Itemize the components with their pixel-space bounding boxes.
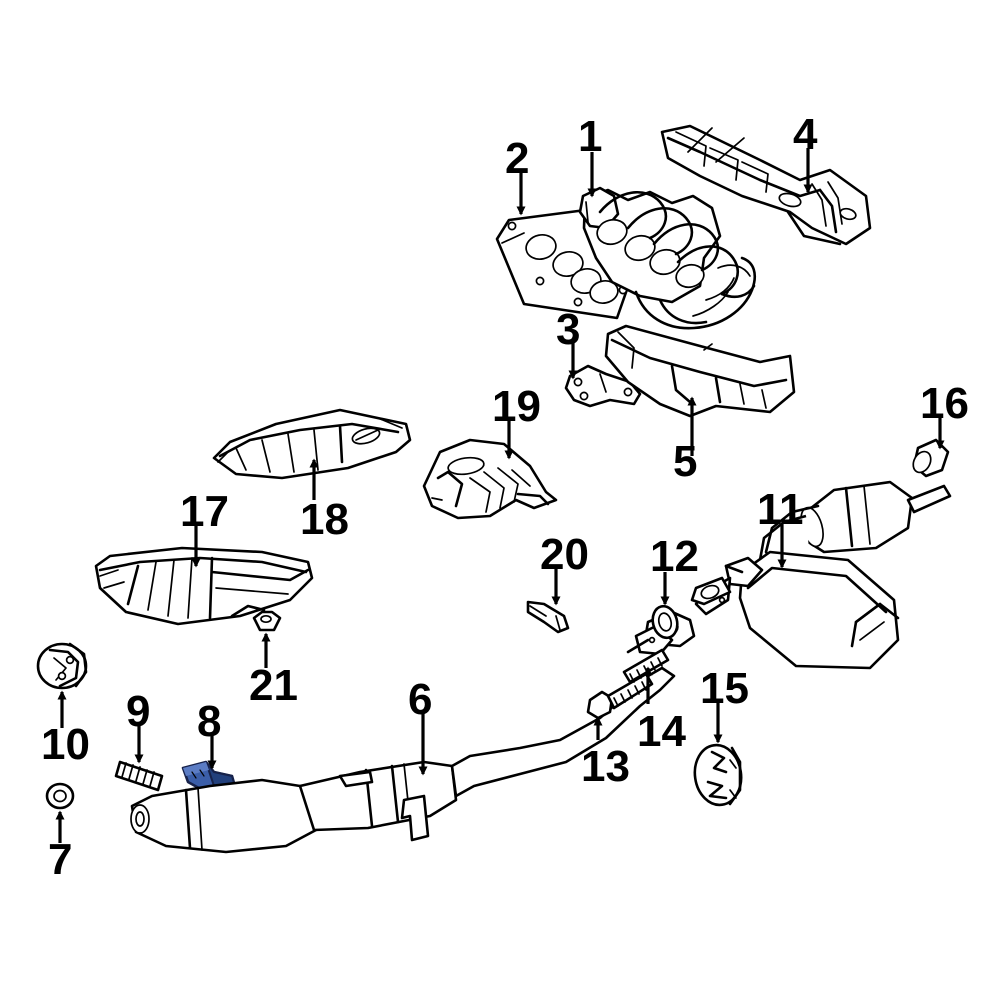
part-4-upper-manifold-heat-shield bbox=[660, 124, 872, 246]
part-15-exhaust-hanger-ring bbox=[693, 743, 743, 807]
part-1-exhaust-manifold bbox=[578, 186, 756, 330]
callout-number-1[interactable]: 1 bbox=[578, 112, 603, 161]
part-19-converter-heat-shield bbox=[422, 438, 558, 520]
part-3-manifold-support-bracket bbox=[564, 364, 642, 408]
part-6-front-exhaust-pipe-with-resonator bbox=[130, 610, 696, 854]
part-10-exhaust-hanger-insulator bbox=[36, 642, 88, 690]
callout-number-14[interactable]: 14 bbox=[637, 707, 686, 756]
callout-number-5[interactable]: 5 bbox=[673, 437, 698, 486]
callout-number-2[interactable]: 2 bbox=[505, 134, 530, 183]
part-17-front-floor-heat-shield bbox=[94, 546, 314, 626]
callout-number-16[interactable]: 16 bbox=[920, 379, 969, 428]
part-21-heat-shield-nut bbox=[252, 610, 282, 632]
callout-number-21[interactable]: 21 bbox=[249, 661, 298, 710]
part-9-stud bbox=[114, 760, 164, 792]
callout-number-15[interactable]: 15 bbox=[700, 664, 749, 713]
callout-number-20[interactable]: 20 bbox=[540, 530, 589, 579]
part-14-stud-bolt bbox=[622, 648, 670, 684]
part-12-gasket-ring bbox=[651, 604, 679, 640]
callout-number-19[interactable]: 19 bbox=[492, 382, 541, 431]
part-18-center-floor-heat-shield bbox=[212, 408, 412, 480]
callout-number-11[interactable]: 11 bbox=[757, 485, 804, 534]
part-11-muffler-assembly bbox=[690, 480, 952, 670]
part-7-washer bbox=[45, 782, 75, 810]
callout-number-6[interactable]: 6 bbox=[408, 675, 433, 724]
callout-number-9[interactable]: 9 bbox=[126, 687, 151, 736]
callout-number-12[interactable]: 12 bbox=[650, 532, 699, 581]
part-20-pin-bolt bbox=[526, 600, 570, 634]
part-16-exhaust-tip-insulator bbox=[912, 438, 950, 478]
callout-number-17[interactable]: 17 bbox=[180, 487, 229, 536]
part-5-lower-manifold-heat-shield bbox=[604, 324, 796, 418]
callout-leader-lines bbox=[55, 148, 945, 843]
callout-number-8[interactable]: 8 bbox=[197, 697, 222, 746]
callout-number-13[interactable]: 13 bbox=[581, 742, 630, 791]
callout-number-7[interactable]: 7 bbox=[48, 835, 73, 884]
callout-number-3[interactable]: 3 bbox=[556, 305, 581, 354]
callout-number-18[interactable]: 18 bbox=[300, 495, 349, 544]
callout-number-4[interactable]: 4 bbox=[793, 110, 818, 159]
callout-number-10[interactable]: 10 bbox=[41, 720, 90, 769]
